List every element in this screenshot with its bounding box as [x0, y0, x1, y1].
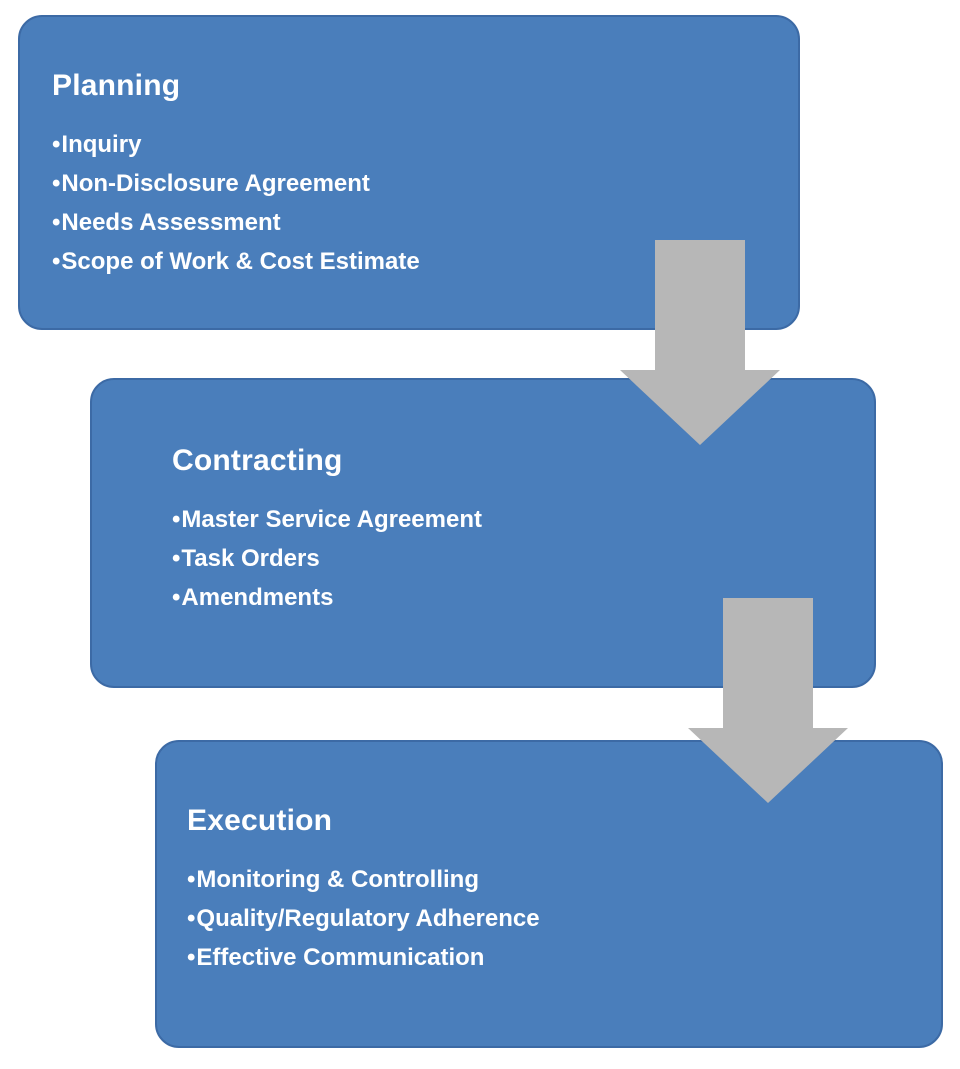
planning-list: Inquiry Non-Disclosure Agreement Needs A…: [52, 125, 768, 281]
down-arrow-icon: [620, 240, 780, 445]
execution-box: Execution Monitoring & Controlling Quali…: [155, 740, 943, 1048]
planning-title: Planning: [52, 69, 181, 102]
execution-list: Monitoring & Controlling Quality/Regulat…: [187, 860, 911, 977]
list-item: Task Orders: [172, 539, 844, 578]
list-item: Monitoring & Controlling: [187, 860, 911, 899]
list-item: Non-Disclosure Agreement: [52, 164, 768, 203]
list-item: Effective Communication: [187, 938, 911, 977]
list-item: Master Service Agreement: [172, 500, 844, 539]
planning-box: Planning Inquiry Non-Disclosure Agreemen…: [18, 15, 800, 330]
list-item: Scope of Work & Cost Estimate: [52, 242, 768, 281]
list-item: Quality/Regulatory Adherence: [187, 899, 911, 938]
execution-title: Execution: [187, 804, 333, 837]
list-item: Amendments: [172, 578, 844, 617]
list-item: Inquiry: [52, 125, 768, 164]
down-arrow-icon: [688, 598, 848, 803]
list-item: Needs Assessment: [52, 203, 768, 242]
contracting-box: Contracting Master Service Agreement Tas…: [90, 378, 876, 688]
contracting-title: Contracting: [172, 444, 343, 477]
contracting-list: Master Service Agreement Task Orders Ame…: [172, 500, 844, 617]
